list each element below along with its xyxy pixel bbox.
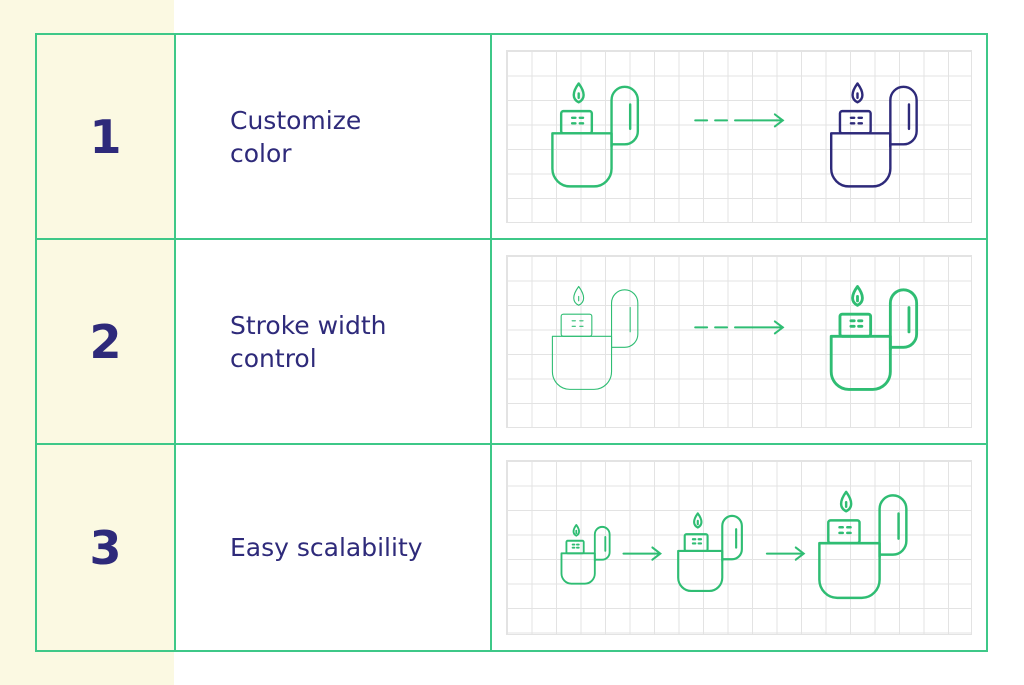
lighter-icon <box>829 285 919 391</box>
stroke-width-illustration <box>506 255 972 428</box>
row-number: 3 <box>89 520 122 575</box>
arrow-right-icon <box>694 320 785 335</box>
color-change-illustration <box>506 50 972 223</box>
lighter-icon <box>551 82 640 188</box>
lighter-icon <box>560 524 611 585</box>
grid-background <box>506 255 972 428</box>
grid-background <box>506 50 972 223</box>
feature-table: 1 Customize color <box>35 33 988 652</box>
feature-label: Customize color <box>230 105 362 168</box>
scalability-illustration <box>506 460 972 635</box>
row-3-label-cell: Easy scalability <box>176 445 492 650</box>
row-2-number-cell: 2 <box>37 240 176 445</box>
row-2-label-cell: Stroke width control <box>176 240 492 445</box>
lighter-icon <box>829 82 918 188</box>
arrow-right-icon <box>622 546 662 561</box>
row-number: 2 <box>89 314 122 369</box>
feature-label: Stroke width control <box>230 310 387 373</box>
lighter-icon <box>551 285 639 390</box>
row-1-number-cell: 1 <box>37 35 176 240</box>
row-1-label-cell: Customize color <box>176 35 492 240</box>
arrow-right-icon <box>765 546 806 561</box>
arrow-right-icon <box>694 113 785 128</box>
row-number: 1 <box>89 109 122 164</box>
row-3-illustration-cell <box>492 445 986 650</box>
lighter-icon <box>818 490 908 600</box>
row-2-illustration-cell <box>492 240 986 445</box>
lighter-icon <box>677 512 743 593</box>
row-3-number-cell: 3 <box>37 445 176 650</box>
feature-label: Easy scalability <box>230 533 423 562</box>
row-1-illustration-cell <box>492 35 986 240</box>
